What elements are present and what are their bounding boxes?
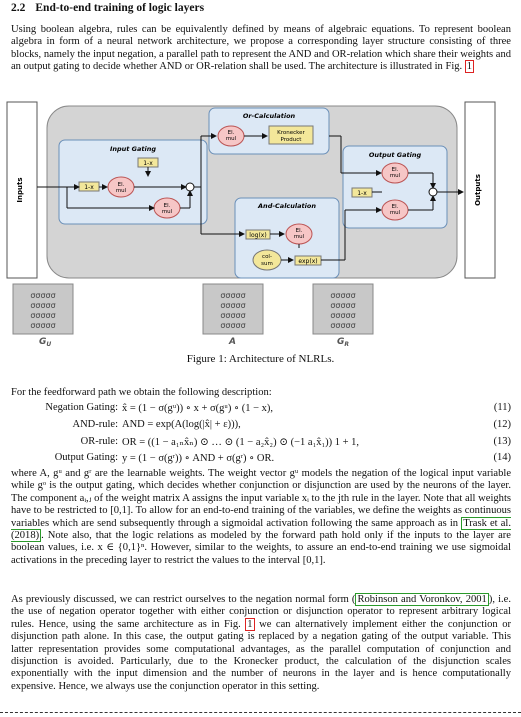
kronecker-box [268,125,314,145]
output-gating-label: Output Gating [369,151,422,159]
svg-text:σσσσσ: σσσσσ [30,321,55,330]
equation-12: AND-rule:AND = exp(A(log(|x̂| + ε))),(12… [72,419,512,430]
nlrl-architecture-figure: Inputs Outputs Input Gating 1-x 1-x El. … [6,101,496,348]
svg-text:col-: col- [262,254,272,260]
svg-text:El.: El. [118,182,125,188]
equations-intro: For the feedforward path we obtain the f… [11,387,272,398]
input-gating-label: Input Gating [110,145,156,153]
svg-text:σσσσσ: σσσσσ [220,311,245,320]
svg-text:mul: mul [162,209,173,215]
outputs-label: Outputs [474,174,482,206]
intro-paragraph: Using boolean algebra, rules can be equi… [11,24,511,74]
page-bottom-rule [0,712,521,713]
svg-text:σσσσσ: σσσσσ [330,291,355,300]
svg-text:mul: mul [294,234,305,240]
svg-text:σσσσσ: σσσσσ [30,311,55,320]
and-calculation-label: And-Calculation [257,202,316,210]
equation-11: Negation Gating:x̂ = (1 − σ(gᵘ)) ∘ x + σ… [45,402,511,414]
svg-text:1-x: 1-x [357,190,367,197]
svg-text:σσσσσ: σσσσσ [30,301,55,310]
svg-text:El.: El. [296,228,303,234]
svg-text:A: A [228,337,236,347]
svg-text:El.: El. [392,204,399,210]
equation-13: OR-rule:OR = ((1 − a₁ₙx̂ₙ) ⊙ … ⊙ (1 − a₂… [80,436,511,448]
svg-text:exp(x): exp(x) [298,258,317,265]
svg-text:σσσσσ: σσσσσ [330,311,355,320]
sum-node-input [185,182,195,192]
svg-text:mul: mul [390,210,401,216]
matrix-a: σσσσσ σσσσσ σσσσσ σσσσσ A [202,283,264,347]
svg-text:σσσσσ: σσσσσ [330,321,355,330]
sum-node-output [428,187,438,197]
section-title: End-to-end training of logic layers [35,2,205,14]
citation-robinson[interactable]: Robinson and Voronkov, 2001 [355,593,489,606]
intro-text: Using boolean algebra, rules can be equi… [11,24,511,73]
svg-text:σσσσσ: σσσσσ [220,301,245,310]
or-calculation-label: Or-Calculation [243,112,296,120]
svg-text:Product: Product [281,137,303,143]
figure-ref-link[interactable]: 1 [464,60,475,74]
svg-text:1-x: 1-x [143,160,153,167]
svg-text:1-x: 1-x [84,184,94,191]
svg-text:mul: mul [226,136,237,142]
svg-text:GR: GR [337,337,349,348]
svg-text:El.: El. [228,130,235,136]
svg-text:σσσσσ: σσσσσ [220,321,245,330]
svg-text:El.: El. [164,203,171,209]
svg-text:Kronecker: Kronecker [277,130,305,136]
col-sum-node [252,249,282,271]
svg-text:σσσσσ: σσσσσ [330,301,355,310]
citation-trask[interactable]: Trask et al. (2018) [11,516,511,543]
svg-text:mul: mul [390,173,401,179]
matrix-gr: σσσσσ σσσσσ σσσσσ σσσσσ GR [312,283,374,348]
section-heading: 2.2 End-to-end training of logic layers [11,2,204,14]
svg-text:σσσσσ: σσσσσ [30,291,55,300]
inputs-box [6,101,38,279]
svg-text:sum: sum [261,261,273,267]
svg-text:GU: GU [39,337,51,348]
inputs-label: Inputs [16,177,24,202]
svg-text:σσσσσ: σσσσσ [220,291,245,300]
matrix-gu: σσσσσ σσσσσ σσσσσ σσσσσ GU [12,283,74,348]
outputs-box [464,101,496,279]
equation-14: Output Gating:y = (1 − σ(gʳ)) ∘ AND + σ(… [54,452,511,464]
output-gating-block [342,145,448,229]
weights-paragraph: where A, gᵘ and gʳ are the learnable wei… [11,468,511,566]
section-number: 2.2 [11,2,26,14]
negation-normal-form-paragraph: As previously discussed, we can restrict… [11,593,511,692]
svg-text:mul: mul [116,188,127,194]
svg-text:log(x): log(x) [249,232,266,239]
figure-caption: Figure 1: Architecture of NLRLs. [186,353,335,365]
figure-ref-link-2[interactable]: 1 [245,617,255,631]
svg-text:El.: El. [392,167,399,173]
